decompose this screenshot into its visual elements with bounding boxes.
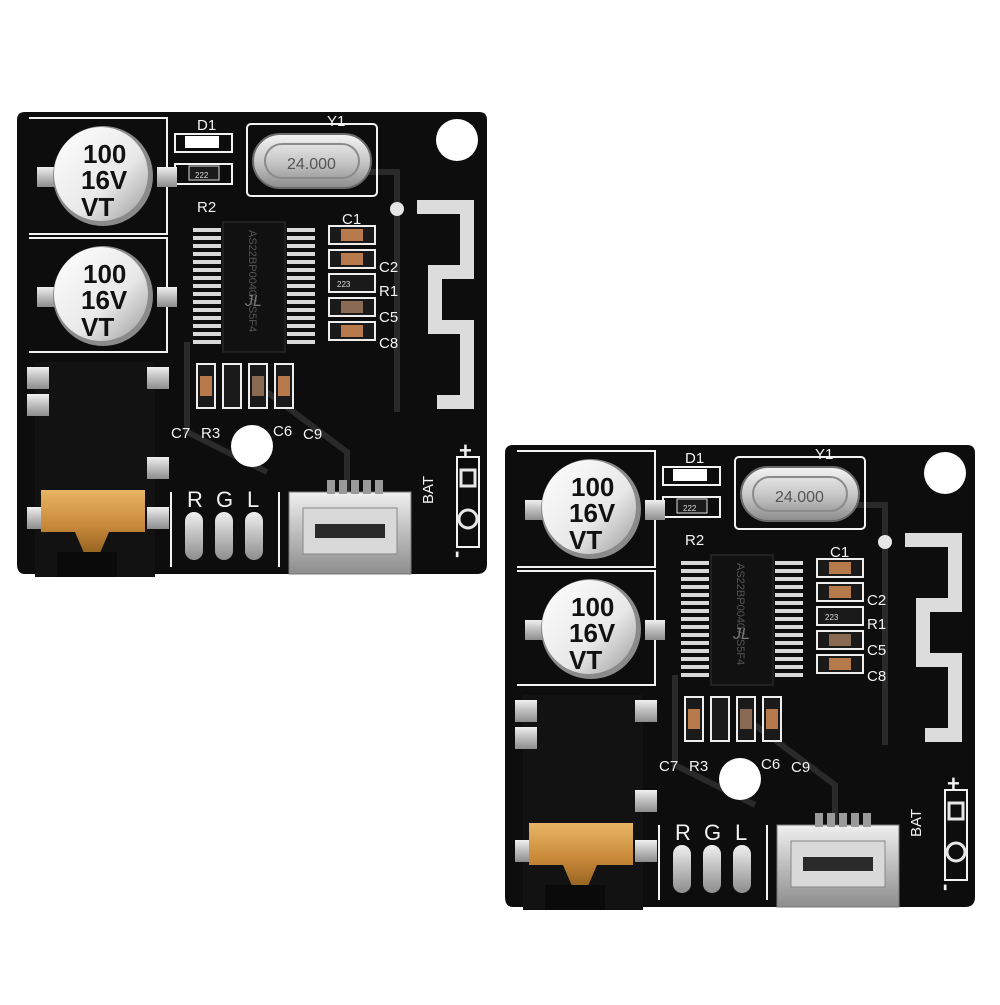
capacitor-2-label-line2: 16V: [81, 285, 128, 315]
pin-g-label: G: [216, 487, 233, 512]
pin-l-label-2: L: [735, 820, 747, 845]
label-r1: R1: [379, 283, 398, 300]
pin-g-label-2: G: [704, 820, 721, 845]
label-r3-2: R3: [689, 758, 708, 775]
label-r2: R2: [197, 199, 216, 216]
crystal-frequency: 24.000: [287, 156, 336, 173]
label-c6: C6: [273, 423, 292, 440]
capacitor-3-label-line2: 16V: [569, 498, 616, 528]
label-y1-2: Y1: [815, 446, 833, 463]
label-c8: C8: [379, 335, 398, 352]
label-d1: D1: [197, 117, 216, 134]
label-y1: Y1: [327, 113, 345, 130]
label-minus-2: -: [931, 884, 956, 891]
label-c8-2: C8: [867, 668, 886, 685]
capacitor-1-label-line1: 100: [83, 139, 126, 169]
label-c1: C1: [342, 211, 361, 228]
label-plus: +: [459, 438, 472, 463]
capacitor-1-label-line3: VT: [81, 192, 114, 222]
crystal-frequency-2: 24.000: [775, 489, 824, 506]
label-bat-2: BAT: [908, 809, 925, 837]
capacitor-1-label-line2: 16V: [81, 165, 128, 195]
label-r2-2: R2: [685, 532, 704, 549]
label-c5: C5: [379, 309, 398, 326]
label-c2-2: C2: [867, 592, 886, 609]
label-c1-2: C1: [830, 544, 849, 561]
bluetooth-board-2: 100 16V VT 100 16V VT 24.000 AS22BP00407…: [505, 445, 975, 910]
resistor-r2-code-2: 222: [683, 504, 697, 513]
capacitor-3-label-line3: VT: [569, 525, 602, 555]
label-c7-2: C7: [659, 758, 678, 775]
label-c9: C9: [303, 426, 322, 443]
label-minus: -: [443, 551, 468, 558]
capacitor-4-label-line1: 100: [571, 592, 614, 622]
resistor-r1-code-2: 223: [825, 613, 839, 622]
label-c7: C7: [171, 425, 190, 442]
bluetooth-board-1: 100 16V VT 100 16V VT 24.000 AS22BP00407…: [17, 112, 487, 577]
capacitor-2-label-line3: VT: [81, 312, 114, 342]
label-c5-2: C5: [867, 642, 886, 659]
pin-r-label-2: R: [675, 820, 691, 845]
label-r3: R3: [201, 425, 220, 442]
label-d1-2: D1: [685, 450, 704, 467]
label-bat: BAT: [420, 476, 437, 504]
chip-logo: JL: [244, 293, 262, 310]
chip-logo-2: JL: [732, 626, 750, 643]
label-plus-2: +: [947, 771, 960, 796]
capacitor-4-label-line2: 16V: [569, 618, 616, 648]
capacitor-3-label-line1: 100: [571, 472, 614, 502]
capacitor-4-label-line3: VT: [569, 645, 602, 675]
chip-marking: AS22BP00407-S5F4: [246, 230, 258, 332]
label-c2: C2: [379, 259, 398, 276]
label-r1-2: R1: [867, 616, 886, 633]
label-c9-2: C9: [791, 759, 810, 776]
pin-l-label: L: [247, 487, 259, 512]
label-c6-2: C6: [761, 756, 780, 773]
pin-r-label: R: [187, 487, 203, 512]
capacitor-2-label-line1: 100: [83, 259, 126, 289]
chip-marking-2: AS22BP00407-S5F4: [734, 563, 746, 665]
resistor-r1-code: 223: [337, 280, 351, 289]
resistor-r2-code: 222: [195, 171, 209, 180]
